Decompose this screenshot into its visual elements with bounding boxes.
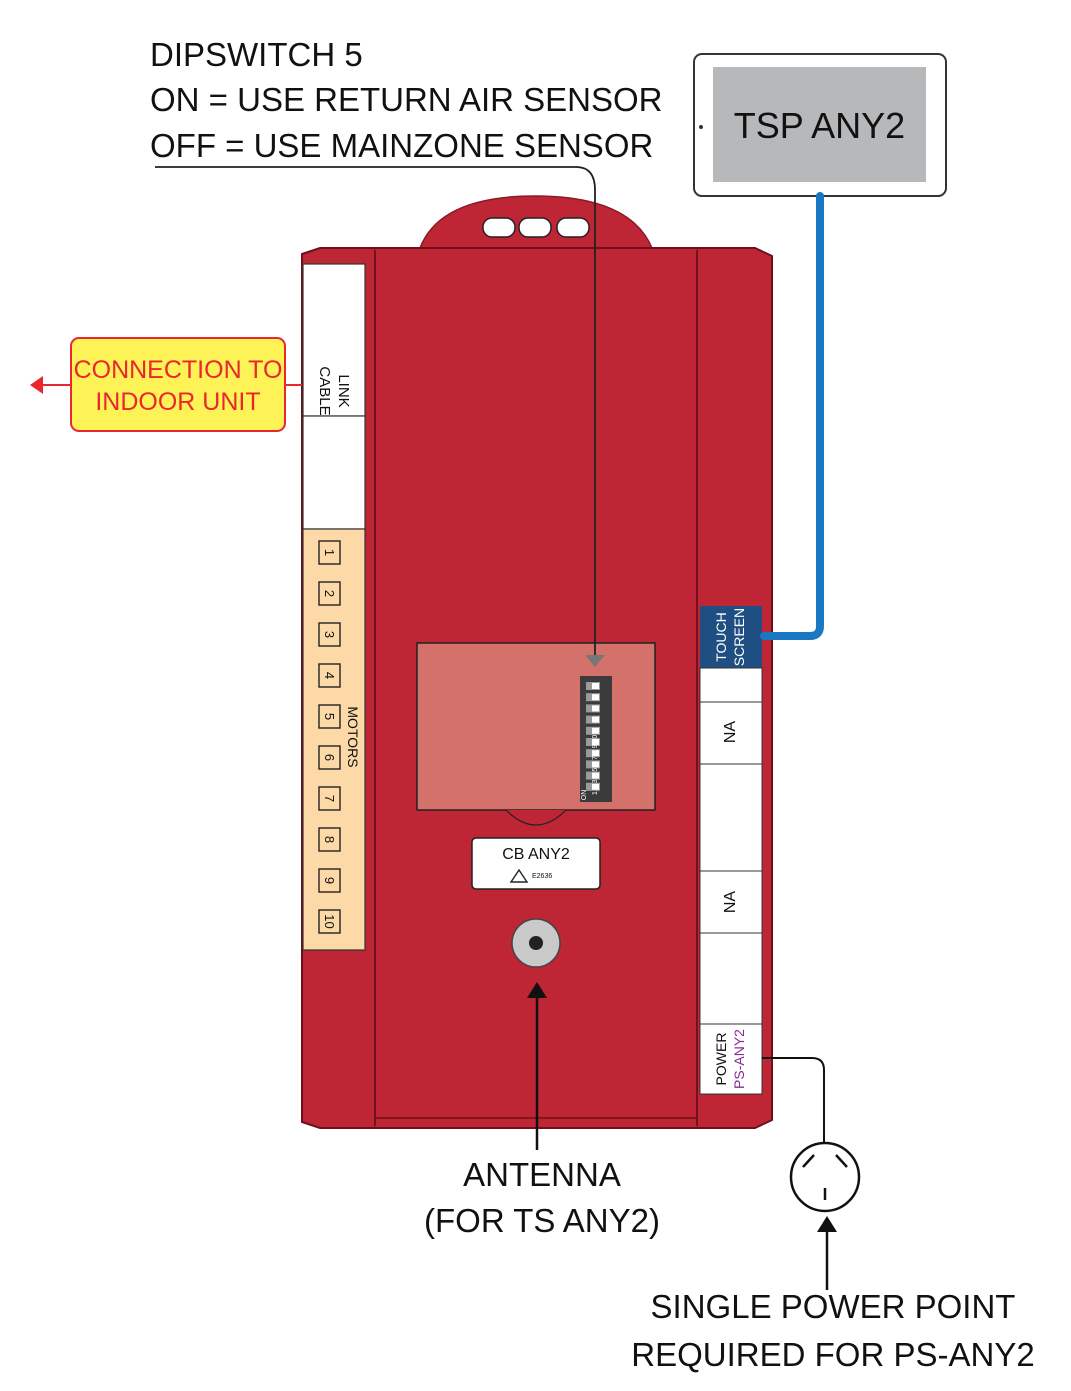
dip-numbers: 1 2 3 4 5 6 7 8 9 10 — [592, 734, 599, 795]
dip-window — [416, 642, 656, 811]
board-label-plate — [471, 837, 601, 890]
board-name: CB ANY2 — [502, 846, 570, 863]
outlet-pin-left — [802, 1154, 815, 1168]
link-cable-line1: LINK — [335, 374, 352, 408]
dip-on-label: ON — [581, 789, 588, 801]
dip-switch-toggles — [586, 682, 600, 791]
power-port-label: POWER PS-ANY2 — [712, 1014, 750, 1104]
motor-number: 4 — [322, 671, 337, 680]
tab-slot-1 — [482, 217, 516, 238]
motor-number: 5 — [322, 712, 337, 721]
dip-switch-knob — [592, 716, 599, 723]
motor-number: 6 — [322, 753, 337, 762]
antenna-centre — [529, 936, 543, 950]
motor-port-strip — [302, 528, 366, 951]
dipswitch-on-line: ON = USE RETURN AIR SENSOR — [150, 81, 663, 118]
dipswitch-arrow-icon — [585, 655, 605, 667]
tsp-camera-dot — [699, 125, 703, 129]
motor-number: 3 — [322, 630, 337, 639]
power-outlet-icon — [789, 1141, 861, 1213]
motor-port-box — [318, 581, 341, 606]
dipswitch-title: DIPSWITCH 5 — [150, 36, 363, 73]
motor-port-box — [318, 786, 341, 811]
motor-number: 8 — [322, 835, 337, 844]
dipswitch-leader-line — [155, 166, 596, 655]
motor-number: 1 — [322, 548, 337, 557]
rcm-mark-icon — [509, 868, 529, 883]
indoor-arrow-icon — [30, 376, 43, 394]
dip-switch-knob — [592, 783, 599, 790]
motor-number: 10 — [322, 914, 337, 929]
touch-screen-line2: SCREEN — [731, 607, 747, 667]
motor-port-box — [318, 622, 341, 647]
antenna-label-line2: (FOR TS ANY2) — [424, 1202, 660, 1239]
motors-label: MOTORS — [345, 706, 361, 768]
motor-number: 9 — [322, 876, 337, 885]
dip-switch-knob — [592, 683, 599, 689]
motor-port-box — [318, 540, 341, 565]
indoor-callout-line1: CONNECTION TO — [73, 356, 283, 384]
motor-port-box — [318, 704, 341, 729]
motor-port-box — [318, 663, 341, 688]
dip-switch-knob — [592, 727, 599, 734]
touch-screen-line1: TOUCH — [713, 612, 729, 662]
motor-port-box — [318, 827, 341, 852]
window-notch — [505, 809, 567, 826]
motor-port-box — [318, 868, 341, 893]
power-point-arrow-icon — [817, 1216, 837, 1232]
link-cable-label: LINK CABLE — [315, 331, 353, 451]
dip-switch-knob — [592, 739, 599, 745]
dipswitch-off-line: OFF = USE MAINZONE SENSOR — [150, 127, 654, 164]
touch-screen-cable — [760, 192, 824, 640]
right-port-2 — [699, 667, 763, 703]
power-point-line2: REQUIRED FOR PS-ANY2 — [631, 1336, 1035, 1373]
indoor-callout-box — [70, 337, 286, 432]
link-cable-line2: CABLE — [316, 366, 333, 416]
na-port-1 — [699, 701, 763, 765]
motor-port-box — [318, 745, 341, 770]
tsp-label: TSP ANY2 — [733, 105, 906, 146]
motor-number: 2 — [322, 589, 337, 598]
power-port-line2: PS-ANY2 — [731, 1029, 747, 1089]
motor-port-boxes — [318, 540, 341, 934]
board-cert: E2636 — [532, 873, 553, 880]
power-port-line1: POWER — [713, 1032, 729, 1086]
dip-switch-knob — [592, 761, 599, 768]
tab-slot-3 — [556, 217, 590, 238]
antenna-label-line1: ANTENNA — [463, 1156, 621, 1193]
indoor-callout-line2: INDOOR UNIT — [95, 388, 261, 416]
na-label-2: NA — [722, 890, 739, 914]
antenna-arrow-icon — [527, 982, 547, 998]
power-port — [699, 1023, 763, 1095]
motor-number: 7 — [322, 794, 337, 803]
dip-switch-knob — [592, 705, 599, 712]
dip-switch-knob — [592, 694, 599, 701]
motor-port-box — [318, 909, 341, 934]
touch-screen-label: TOUCH SCREEN — [712, 597, 750, 677]
tsp-screen — [713, 67, 926, 182]
right-port-6 — [699, 932, 763, 1025]
dip-switch-knob — [592, 750, 599, 757]
touch-screen-port — [700, 606, 762, 668]
power-cable — [762, 1057, 825, 1146]
dip-switch-knob — [592, 772, 599, 779]
tab-slot-2 — [518, 217, 552, 238]
left-empty-port — [302, 415, 366, 530]
power-point-line1: SINGLE POWER POINT — [650, 1288, 1016, 1325]
outlet-pin-right — [835, 1154, 848, 1168]
na-label-1: NA — [722, 720, 739, 744]
right-port-4 — [699, 763, 763, 872]
link-cable-port — [302, 263, 366, 417]
